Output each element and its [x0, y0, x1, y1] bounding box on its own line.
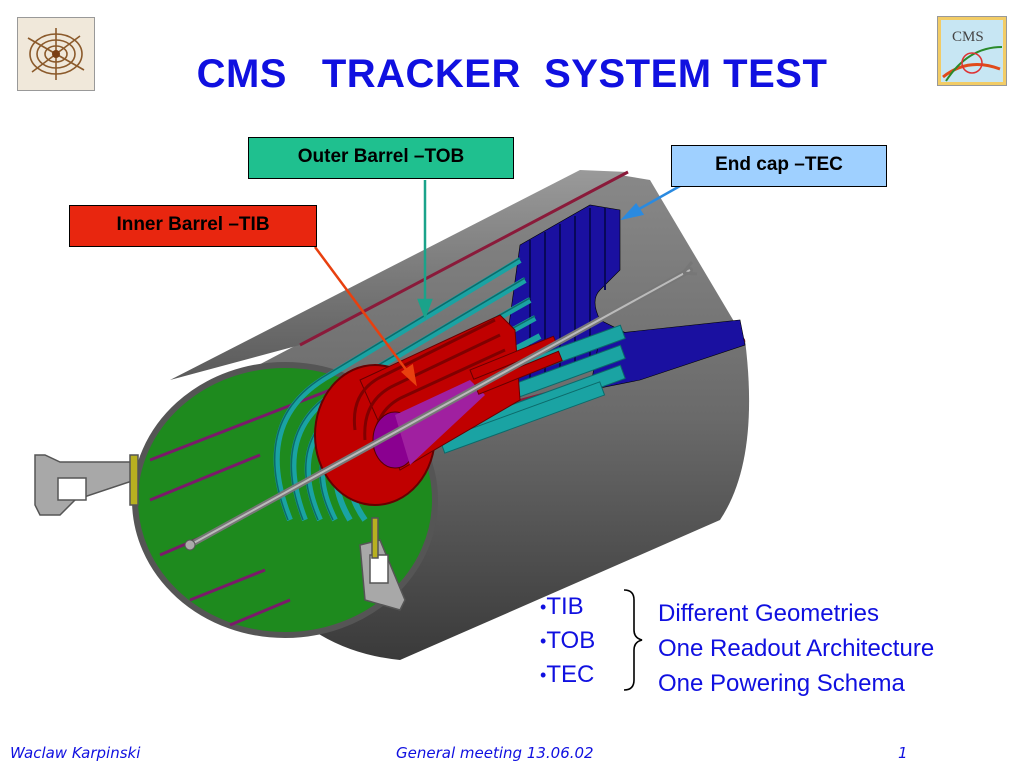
left-bracket	[34, 454, 139, 516]
front-bracket	[359, 517, 406, 611]
slide-title: CMS TRACKER SYSTEM TEST	[196, 52, 828, 96]
footer-author: Waclaw Karpinski	[10, 744, 141, 762]
bullet-item-tec: •TEC	[540, 661, 595, 688]
bullet-item-tob: •TOB	[540, 627, 596, 654]
tib-arrow	[313, 246, 417, 387]
outer-shell-top	[170, 170, 628, 380]
left-logo	[17, 17, 95, 91]
summary-geometries: Different Geometries	[658, 600, 879, 627]
cms-logo: CMS	[937, 16, 1007, 86]
tracker-sketch-icon	[18, 18, 94, 90]
tob-label: Outer Barrel –TOB	[248, 137, 514, 179]
footer-meeting: General meeting 13.06.02	[396, 744, 594, 762]
curly-brace	[623, 589, 643, 691]
summary-powering: One Powering Schema	[658, 670, 905, 697]
cms-logo-text: CMS	[952, 29, 984, 45]
tob-arrow	[417, 180, 433, 320]
tracker-illustration	[34, 170, 750, 660]
bullet-item-tib: •TIB	[540, 593, 584, 620]
tec-arrow	[620, 184, 681, 221]
summary-list: Different Geometries One Readout Archite…	[658, 596, 934, 701]
footer-page-number: 1	[898, 744, 908, 762]
tib-label: Inner Barrel –TIB	[69, 205, 317, 247]
summary-readout: One Readout Architecture	[658, 635, 935, 662]
tec-label: End cap –TEC	[671, 145, 887, 187]
cms-detector-icon: CMS	[938, 17, 1006, 85]
bullet-list: •TIB •TOB •TEC	[540, 590, 595, 692]
